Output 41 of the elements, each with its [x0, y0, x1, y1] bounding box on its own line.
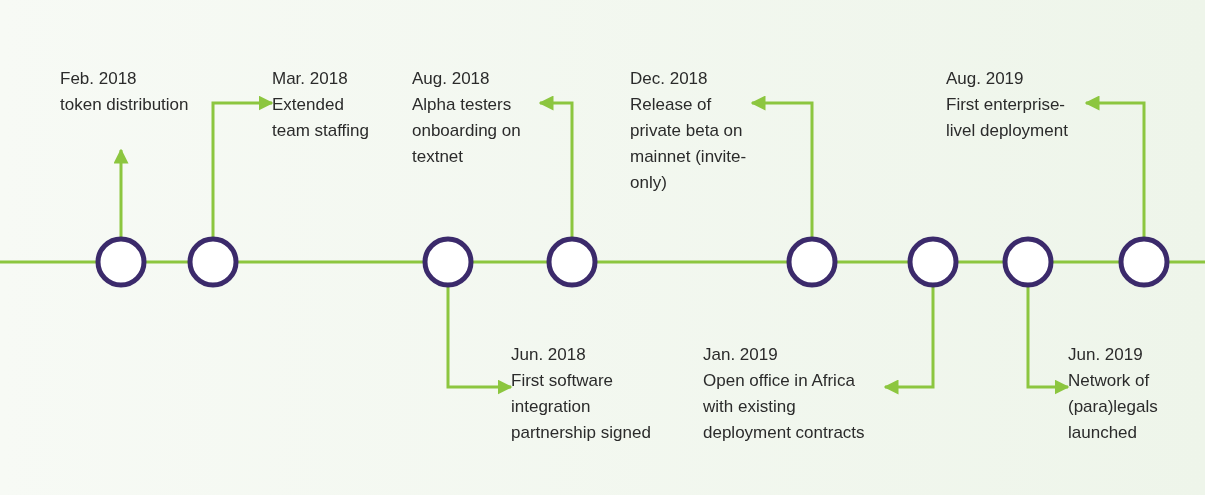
timeline-line	[472, 260, 548, 264]
milestone-date: Jun. 2019	[1068, 344, 1144, 366]
milestone-date: Mar. 2018	[272, 68, 349, 90]
connector-arrow	[538, 95, 574, 238]
connector-arrow	[883, 286, 935, 395]
milestone-description: Alpha testers onboarding on textnet	[412, 94, 522, 168]
milestone-circle	[1001, 235, 1055, 289]
milestone-circle	[1117, 235, 1171, 289]
timeline-line	[957, 260, 1004, 264]
timeline-line	[145, 260, 189, 264]
connector-arrow	[750, 95, 814, 238]
milestone-date: Dec. 2018	[630, 68, 709, 90]
milestone-description: First enterprise-livel deployment	[946, 94, 1069, 142]
milestone-circle	[421, 235, 475, 289]
connector-arrow	[1026, 286, 1070, 395]
timeline-line	[1168, 260, 1205, 264]
connector-arrow	[211, 95, 274, 238]
timeline-line	[0, 260, 97, 264]
milestone-date: Jan. 2019	[703, 344, 779, 366]
connector-arrow	[446, 286, 513, 395]
milestone-description: token distribution	[60, 94, 190, 116]
timeline-line	[237, 260, 424, 264]
milestone-circle	[186, 235, 240, 289]
milestone-date: Aug. 2018	[412, 68, 491, 90]
milestone-circle	[785, 235, 839, 289]
milestone-circle	[545, 235, 599, 289]
milestone-date: Feb. 2018	[60, 68, 138, 90]
timeline-line	[1052, 260, 1120, 264]
timeline-line	[836, 260, 909, 264]
connector-arrow	[1084, 95, 1146, 238]
milestone-description: Release of private beta on mainnet (invite-only)	[630, 94, 748, 194]
milestone-description: First software integration partnership signed	[511, 370, 652, 444]
connector-arrow	[113, 148, 129, 238]
milestone-date: Jun. 2018	[511, 344, 587, 366]
milestone-circle	[94, 235, 148, 289]
milestone-description: Extended team staffing	[272, 94, 371, 142]
milestone-date: Aug. 2019	[946, 68, 1025, 90]
milestone-description: Open office in Africa with existing deployment contracts	[703, 370, 866, 444]
timeline-line	[596, 260, 788, 264]
milestone-description: Network of (para)legals launched	[1068, 370, 1159, 444]
milestone-circle	[906, 235, 960, 289]
